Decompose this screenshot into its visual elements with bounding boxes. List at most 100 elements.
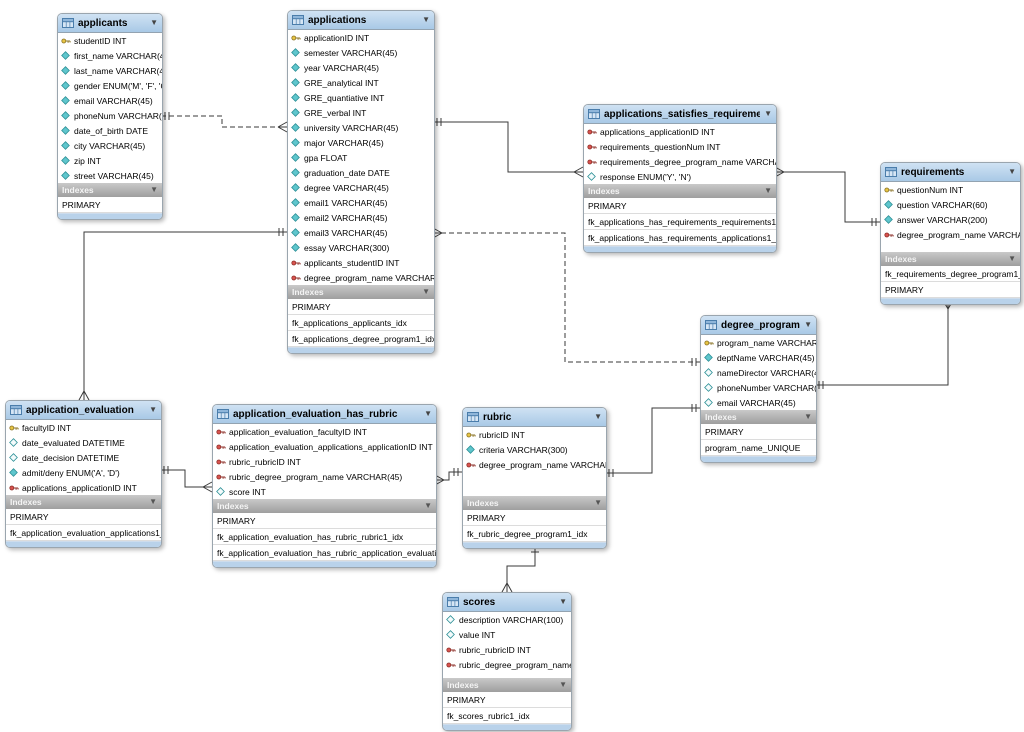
- field-row[interactable]: response ENUM('Y', 'N'): [584, 169, 776, 184]
- field-row[interactable]: rubricID INT: [463, 427, 606, 442]
- collapse-arrow-icon[interactable]: ▼: [594, 412, 602, 421]
- index-row[interactable]: fk_application_evaluation_has_rubric_app…: [213, 545, 436, 561]
- table-application_evaluation_has_rubric[interactable]: application_evaluation_has_rubric▼applic…: [212, 404, 437, 568]
- index-row[interactable]: PRIMARY: [701, 424, 816, 440]
- relationship-line[interactable]: [815, 300, 949, 386]
- collapse-arrow-icon[interactable]: ▼: [559, 680, 567, 689]
- field-row[interactable]: date_evaluated DATETIME: [6, 435, 161, 450]
- field-row[interactable]: major VARCHAR(45): [288, 135, 434, 150]
- field-row[interactable]: street VARCHAR(45): [58, 168, 162, 183]
- field-row[interactable]: graduation_date DATE: [288, 165, 434, 180]
- collapse-arrow-icon[interactable]: ▼: [424, 501, 432, 510]
- collapse-arrow-icon[interactable]: ▼: [804, 412, 812, 421]
- field-row[interactable]: requirements_questionNum INT: [584, 139, 776, 154]
- field-row[interactable]: semester VARCHAR(45): [288, 45, 434, 60]
- field-row[interactable]: application_evaluation_facultyID INT: [213, 424, 436, 439]
- relationship-line[interactable]: [775, 171, 880, 223]
- index-row[interactable]: fk_rubric_degree_program1_idx: [463, 526, 606, 542]
- field-row[interactable]: deptName VARCHAR(45): [701, 350, 816, 365]
- field-row[interactable]: GRE_verbal INT: [288, 105, 434, 120]
- relationship-line[interactable]: [506, 544, 536, 592]
- collapse-arrow-icon[interactable]: ▼: [764, 186, 772, 195]
- index-row[interactable]: fk_applications_has_requirements_applica…: [584, 230, 776, 246]
- collapse-arrow-icon[interactable]: ▼: [150, 18, 158, 27]
- field-row[interactable]: questionNum INT: [881, 182, 1020, 197]
- relationship-has_rubric-rubric[interactable]: [434, 468, 462, 486]
- collapse-arrow-icon[interactable]: ▼: [804, 320, 812, 329]
- index-row[interactable]: fk_requirements_degree_program1_...: [881, 266, 1020, 282]
- field-row[interactable]: email2 VARCHAR(45): [288, 210, 434, 225]
- index-row[interactable]: PRIMARY: [58, 197, 162, 213]
- field-row[interactable]: date_decision DATETIME: [6, 450, 161, 465]
- table-header[interactable]: applications▼: [288, 11, 434, 30]
- table-header[interactable]: application_evaluation▼: [6, 401, 161, 420]
- field-row[interactable]: degree_program_name VARCHAR...: [881, 227, 1020, 242]
- field-row[interactable]: question VARCHAR(60): [881, 197, 1020, 212]
- table-header[interactable]: requirements▼: [881, 163, 1020, 182]
- field-row[interactable]: requirements_degree_program_name VARCHAR…: [584, 154, 776, 169]
- table-header[interactable]: rubric▼: [463, 408, 606, 427]
- indexes-header[interactable]: Indexes▼: [881, 252, 1020, 266]
- field-row[interactable]: email VARCHAR(45): [701, 395, 816, 410]
- field-row[interactable]: gender ENUM('M', 'F', 'O'): [58, 78, 162, 93]
- collapse-arrow-icon[interactable]: ▼: [150, 185, 158, 194]
- indexes-header[interactable]: Indexes▼: [443, 678, 571, 692]
- field-row[interactable]: applicants_studentID INT: [288, 255, 434, 270]
- indexes-header[interactable]: Indexes▼: [701, 410, 816, 424]
- field-row[interactable]: degree VARCHAR(45): [288, 180, 434, 195]
- field-row[interactable]: email1 VARCHAR(45): [288, 195, 434, 210]
- collapse-arrow-icon[interactable]: ▼: [1008, 167, 1016, 176]
- indexes-header[interactable]: Indexes▼: [584, 184, 776, 198]
- field-row[interactable]: GRE_analytical INT: [288, 75, 434, 90]
- relationship-line[interactable]: [161, 115, 287, 128]
- field-row[interactable]: value INT: [443, 627, 571, 642]
- field-row[interactable]: first_name VARCHAR(45): [58, 48, 162, 63]
- field-row[interactable]: nameDirector VARCHAR(45): [701, 365, 816, 380]
- relationship-applications-application_evaluation[interactable]: [78, 228, 287, 401]
- field-row[interactable]: rubric_rubricID INT: [213, 454, 436, 469]
- field-row[interactable]: description VARCHAR(100): [443, 612, 571, 627]
- relationship-satisfies_requirements-requirements[interactable]: [774, 166, 880, 226]
- field-row[interactable]: city VARCHAR(45): [58, 138, 162, 153]
- field-row[interactable]: phoneNum VARCHAR(50): [58, 108, 162, 123]
- relationship-application_evaluation-has_rubric[interactable]: [160, 466, 213, 493]
- relationship-line[interactable]: [433, 232, 700, 363]
- field-row[interactable]: applications_applicationID INT: [584, 124, 776, 139]
- indexes-header[interactable]: Indexes▼: [463, 496, 606, 510]
- index-row[interactable]: fk_applications_degree_program1_idx: [288, 331, 434, 347]
- field-row[interactable]: program_name VARCHAR(45): [701, 335, 816, 350]
- field-row[interactable]: essay VARCHAR(300): [288, 240, 434, 255]
- relationship-rubric-scores[interactable]: [501, 544, 539, 593]
- relationship-line[interactable]: [605, 407, 700, 474]
- table-degree_program[interactable]: degree_program▼program_name VARCHAR(45)d…: [700, 315, 817, 463]
- relationship-applications-satisfies_requirements[interactable]: [433, 118, 584, 178]
- relationship-requirements-degree_program[interactable]: [815, 299, 954, 389]
- index-row[interactable]: PRIMARY: [213, 513, 436, 529]
- table-header[interactable]: applications_satisfies_requirements▼: [584, 105, 776, 124]
- table-header[interactable]: degree_program▼: [701, 316, 816, 335]
- field-row[interactable]: facultyID INT: [6, 420, 161, 435]
- relationship-line[interactable]: [83, 231, 287, 400]
- collapse-arrow-icon[interactable]: ▼: [594, 498, 602, 507]
- index-row[interactable]: fk_application_evaluation_applications1_…: [6, 525, 161, 541]
- indexes-header[interactable]: Indexes▼: [58, 183, 162, 197]
- collapse-arrow-icon[interactable]: ▼: [149, 497, 157, 506]
- relationship-rubric-degree_program[interactable]: [605, 404, 700, 477]
- field-row[interactable]: last_name VARCHAR(45): [58, 63, 162, 78]
- table-header[interactable]: application_evaluation_has_rubric▼: [213, 405, 436, 424]
- indexes-header[interactable]: Indexes▼: [6, 495, 161, 509]
- table-scores[interactable]: scores▼description VARCHAR(100)value INT…: [442, 592, 572, 731]
- table-header[interactable]: applicants▼: [58, 14, 162, 33]
- field-row[interactable]: answer VARCHAR(200): [881, 212, 1020, 227]
- indexes-header[interactable]: Indexes▼: [213, 499, 436, 513]
- field-row[interactable]: rubric_degree_program_name ...: [443, 657, 571, 672]
- collapse-arrow-icon[interactable]: ▼: [422, 287, 430, 296]
- index-row[interactable]: PRIMARY: [881, 282, 1020, 298]
- collapse-arrow-icon[interactable]: ▼: [1008, 254, 1016, 263]
- index-row[interactable]: PRIMARY: [443, 692, 571, 708]
